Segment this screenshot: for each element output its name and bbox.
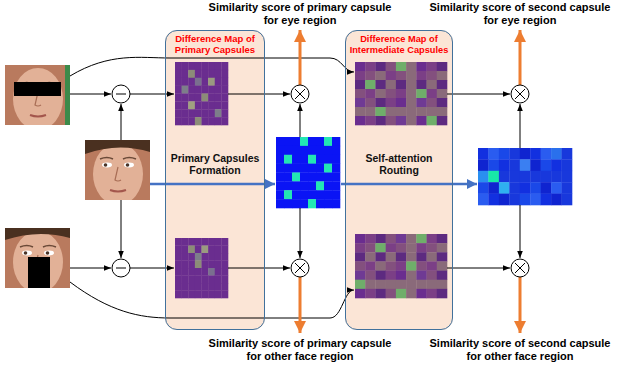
capsule-map: [355, 234, 447, 298]
similarity-label: Similarity score of primary capsule for …: [204, 1, 396, 26]
main-flow-arrows: [150, 183, 477, 186]
label-holder: Similarity score of primary capsule for …: [204, 337, 396, 362]
label-holder: Similarity score of second capsule for o…: [424, 337, 616, 362]
module-panel: Difference Map of Intermediate CapsulesS…: [345, 30, 453, 330]
operator-circles: [112, 85, 529, 277]
label-holder: Similarity score of second capsule for e…: [424, 1, 616, 26]
face-eyes-masked: [5, 65, 70, 125]
label-holder: Similarity score of primary capsule for …: [204, 1, 396, 26]
capsule-map: [175, 238, 228, 298]
similarity-label: Similarity score of second capsule for o…: [424, 337, 616, 362]
capsule-maps: [175, 62, 572, 298]
capsule-map: [355, 62, 447, 125]
panel-title: Difference Map of Primary Capsules: [169, 34, 261, 56]
panel-caption: Primary Capsules Formation: [169, 152, 261, 176]
face-input: [85, 140, 150, 200]
panel-caption: Self-attention Routing: [349, 152, 449, 176]
similarity-label: Similarity score of second capsule for e…: [424, 1, 616, 26]
face-other-masked: [5, 228, 70, 288]
similarity-label: Similarity score of primary capsule for …: [204, 337, 396, 362]
capsule-map: [175, 62, 228, 125]
module-panel: Difference Map of Primary CapsulesPrimar…: [165, 30, 265, 330]
score-arrows: [300, 30, 520, 333]
panel-title: Difference Map of Intermediate Capsules: [349, 34, 449, 55]
panel-ground: [165, 30, 453, 330]
capsule-map: [478, 148, 572, 205]
capsule-map: [276, 137, 340, 208]
